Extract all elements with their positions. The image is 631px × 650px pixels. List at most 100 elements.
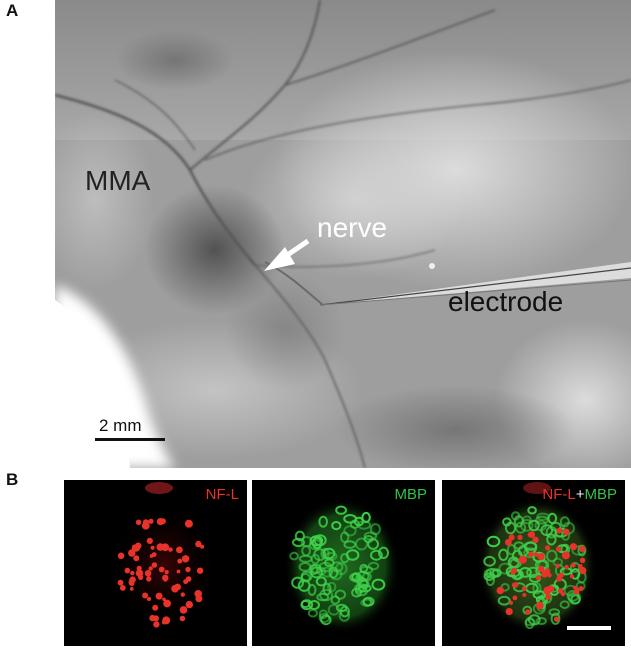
axon-spot bbox=[512, 595, 518, 601]
myelin-ring bbox=[291, 576, 304, 589]
myelin-ring bbox=[515, 521, 527, 534]
axon-spot bbox=[505, 608, 513, 616]
scale-bar bbox=[95, 438, 165, 441]
axon-spot bbox=[496, 586, 505, 595]
merge-label-mbp: MBP bbox=[584, 486, 617, 503]
myelin-ring bbox=[300, 570, 313, 582]
myelin-ring bbox=[559, 600, 570, 609]
myelin-ring bbox=[535, 617, 547, 625]
myelin-ring bbox=[370, 549, 383, 561]
myelin-ring bbox=[550, 612, 561, 625]
axon-spot bbox=[162, 574, 169, 581]
myelin-ring bbox=[570, 568, 581, 580]
axon-spot bbox=[563, 528, 570, 536]
axon-spot bbox=[547, 573, 552, 578]
myelin-ring bbox=[320, 614, 332, 626]
axon-spot bbox=[555, 546, 562, 552]
axon-spot bbox=[578, 586, 584, 592]
axon-spot bbox=[579, 545, 586, 552]
axon-spot bbox=[129, 587, 134, 591]
axon-spot bbox=[144, 570, 152, 577]
myelin-ring bbox=[335, 603, 348, 613]
mbp-image: MBP bbox=[252, 480, 435, 646]
axon-spot bbox=[148, 566, 153, 571]
myelin-ring bbox=[334, 589, 347, 600]
axon-spot bbox=[553, 616, 560, 622]
axon-spot bbox=[545, 545, 551, 551]
axon-spot bbox=[517, 534, 523, 540]
axon-spot bbox=[518, 555, 527, 564]
mbp-channel-label: MBP bbox=[394, 486, 427, 503]
merge-image: NF-L+MBP bbox=[442, 480, 625, 646]
myelin-ring bbox=[315, 576, 327, 587]
axon-spot bbox=[176, 569, 181, 574]
axon-spot bbox=[537, 553, 545, 561]
myelin-ring bbox=[483, 555, 496, 567]
myelin-ring bbox=[340, 531, 350, 544]
myelin-ring bbox=[318, 609, 329, 620]
axon-spot bbox=[150, 545, 155, 550]
nerve-arrow-icon bbox=[264, 238, 310, 271]
axon-spot bbox=[195, 595, 203, 603]
axon-spot bbox=[528, 531, 535, 538]
myelin-ring bbox=[559, 516, 570, 528]
axon-spot bbox=[163, 599, 171, 608]
axon-spot bbox=[537, 565, 545, 573]
axon-spot bbox=[510, 569, 516, 575]
axon-spot bbox=[545, 594, 551, 600]
myelin-ring bbox=[546, 549, 558, 563]
myelin-ring bbox=[319, 588, 333, 602]
axon-spot bbox=[569, 543, 578, 551]
myelin-ring bbox=[498, 548, 509, 562]
axon-spot bbox=[185, 600, 193, 609]
myelin-ring bbox=[300, 599, 314, 611]
myelin-ring bbox=[513, 515, 524, 528]
nerve-label: nerve bbox=[317, 212, 388, 243]
myelin-ring bbox=[322, 582, 332, 596]
myelin-ring bbox=[506, 544, 517, 556]
myelin-ring bbox=[362, 597, 373, 607]
axon-spot bbox=[181, 555, 190, 563]
myelin-ring bbox=[351, 572, 361, 582]
axon-spot bbox=[561, 551, 570, 560]
myelin-ring bbox=[371, 578, 386, 591]
axon-spot bbox=[155, 592, 163, 600]
myelin-ring bbox=[577, 544, 587, 557]
axon-spot bbox=[149, 554, 154, 558]
myelin-ring bbox=[335, 505, 347, 515]
axon-spot bbox=[151, 562, 158, 568]
axon-spot bbox=[508, 600, 514, 605]
merge-label-plus: + bbox=[575, 486, 585, 503]
axon-spot bbox=[564, 564, 569, 570]
axon-spot bbox=[129, 576, 136, 583]
panel-b-letter: B bbox=[6, 470, 19, 489]
axon-spot bbox=[528, 551, 534, 558]
axon-spot bbox=[142, 592, 149, 599]
axon-spot bbox=[558, 572, 564, 578]
myelin-ring bbox=[298, 562, 312, 572]
nfl-image: NF-L bbox=[64, 480, 247, 646]
fluo-scale-bar bbox=[567, 626, 611, 630]
myelin-ring bbox=[318, 515, 328, 528]
axon-spot bbox=[158, 566, 165, 573]
axon-spot bbox=[180, 592, 185, 597]
electrode-label: electrode bbox=[448, 286, 564, 317]
axon-spot bbox=[573, 585, 578, 590]
panel-a-letter: A bbox=[6, 1, 19, 20]
axon-spot bbox=[135, 519, 142, 526]
axon-spot bbox=[505, 538, 512, 546]
scale-bar-label: 2 mm bbox=[99, 416, 142, 435]
axon-spot bbox=[117, 552, 125, 560]
myelin-ring bbox=[486, 535, 501, 548]
axon-spot bbox=[162, 616, 171, 625]
myelin-ring bbox=[502, 517, 512, 527]
axon-spot bbox=[536, 601, 544, 610]
myelin-ring bbox=[546, 533, 557, 546]
axon-spot bbox=[561, 592, 566, 597]
axon-spot bbox=[196, 567, 204, 574]
axon-spot bbox=[133, 555, 140, 562]
axon-spot bbox=[570, 562, 576, 568]
axon-spot bbox=[185, 566, 191, 573]
axon-spot bbox=[541, 570, 549, 578]
axon-spot bbox=[508, 534, 515, 541]
